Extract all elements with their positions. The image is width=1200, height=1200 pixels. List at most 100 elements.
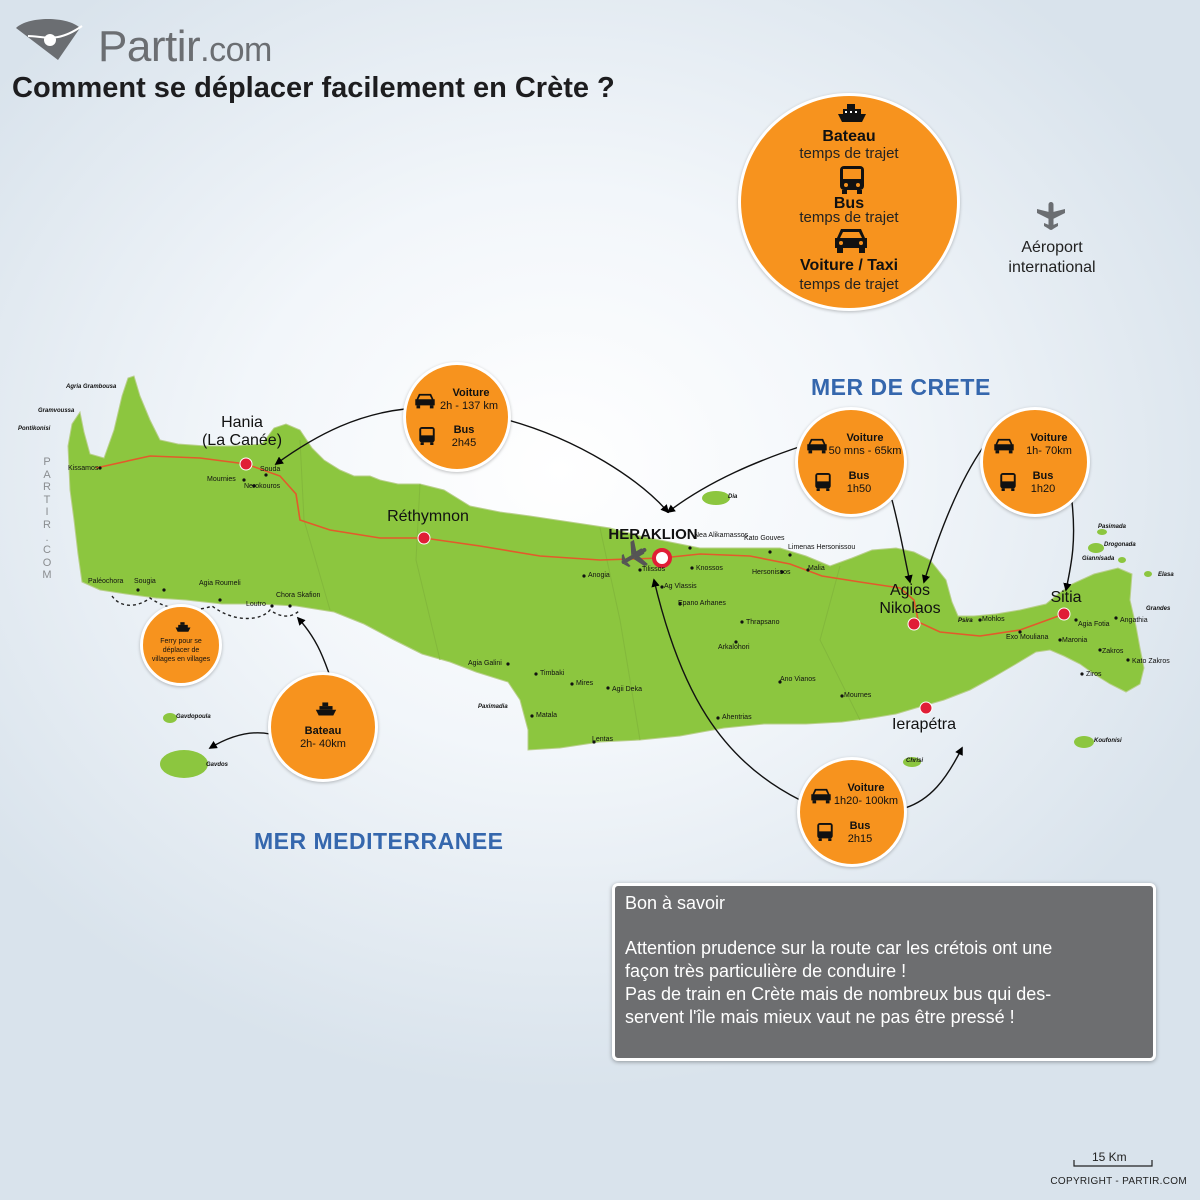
route-circle-hania[interactable]: Voiture 2h - 137 km Bus 2h45 xyxy=(403,362,511,472)
city-ierapetra[interactable]: Ierapétra xyxy=(891,716,957,733)
town-label: Mohlos xyxy=(982,616,1005,623)
city-heraklion[interactable]: HERAKLION xyxy=(608,526,698,543)
town-label: Nea Alikarnassos xyxy=(694,532,749,539)
car-icon xyxy=(807,438,827,454)
town-label: Kato Zakros xyxy=(1132,658,1170,665)
town-label: Zakros xyxy=(1102,648,1124,655)
gavdos-boat-label: Bateau xyxy=(304,725,342,737)
ferry-route xyxy=(111,595,301,620)
sitia-bus-value: 1h20 xyxy=(1030,483,1056,495)
city-hania-alt: (La Canée) xyxy=(201,432,283,449)
car-icon xyxy=(415,393,435,409)
ierapetra-car-label: Voiture xyxy=(847,782,885,794)
town-label: Ahentrias xyxy=(722,714,752,721)
watermark-letter: A xyxy=(43,468,51,481)
islet-label: Gavdos xyxy=(206,762,229,768)
crete-island xyxy=(67,375,1145,751)
plane-icon xyxy=(1037,202,1065,230)
brand-logo[interactable]: Partir.com xyxy=(98,22,272,72)
town-label: Angathia xyxy=(1120,617,1148,624)
town-label: Agii Deka xyxy=(612,686,642,693)
sea-label-north: MER DE CRETE xyxy=(811,374,991,400)
region-borders xyxy=(299,439,861,741)
info-line-3: Pas de train en Crète mais de nombreux b… xyxy=(625,984,1052,1004)
city-sitia[interactable]: Sitia xyxy=(1050,589,1082,606)
watermark-letter: O xyxy=(42,556,52,569)
islet-label: Elasa xyxy=(1158,572,1174,578)
city-agios-name-1: Agios xyxy=(889,582,931,599)
islet-label: Gavdopoula xyxy=(176,714,211,720)
route-circle-ierapetra[interactable]: Voiture 1h20- 100km Bus 2h15 xyxy=(797,757,907,867)
watermark-letter: R xyxy=(43,481,51,494)
ship-icon xyxy=(315,702,337,716)
sitia-bus-label: Bus xyxy=(1032,470,1054,482)
town-label: Mires xyxy=(576,680,594,687)
info-line-2: façon très particulière de conduire ! xyxy=(625,961,907,981)
ierapetra-bus-value: 2h15 xyxy=(847,833,873,845)
agios-bus-label: Bus xyxy=(848,470,870,482)
town-label: Kato Gouves xyxy=(744,535,785,542)
route-circle-sitia[interactable]: Voiture 1h- 70km Bus 1h20 xyxy=(980,407,1090,517)
town-label: Souda xyxy=(260,466,281,473)
city-hania-name: Hania xyxy=(221,414,263,431)
info-line-4: servent l'île mais mieux vaut ne pas êtr… xyxy=(625,1007,1015,1027)
town-label: Sougia xyxy=(134,578,156,585)
bus-icon xyxy=(817,823,833,841)
town-label: Timbaki xyxy=(540,670,565,677)
sea-label-south: MER MEDITERRANEE xyxy=(254,828,504,854)
hania-car-value: 2h - 137 km xyxy=(439,400,499,412)
town-label: Thrapsano xyxy=(746,619,780,626)
city-hania[interactable]: Hania (La Canée) xyxy=(196,414,288,450)
town-label: Epano Arhanes xyxy=(678,600,726,607)
city-rethymnon[interactable]: Réthymnon xyxy=(387,508,469,525)
ierapetra-car-value: 1h20- 100km xyxy=(833,795,899,807)
sitia-car-value: 1h- 70km xyxy=(1026,445,1072,457)
heraklion-airport-plane-icon xyxy=(621,539,648,568)
town-label: Arkalohori xyxy=(718,644,750,651)
route-circle-agios[interactable]: Voiture 50 mns - 65km Bus 1h50 xyxy=(795,407,907,517)
heraklion-marker xyxy=(652,548,672,568)
legend-circle: Bateau temps de trajet Bus temps de traj… xyxy=(738,93,960,311)
ierapetra-bus-label: Bus xyxy=(849,820,871,832)
hania-bus-value: 2h45 xyxy=(451,437,477,449)
city-agios-name-2: Nikolaos xyxy=(879,600,941,617)
info-line-1: Attention prudence sur la route car les … xyxy=(625,938,1053,958)
ferry-text-3: villages en villages xyxy=(151,656,211,663)
gavdos-boat-value: 2h- 40km xyxy=(300,738,346,750)
town-dots xyxy=(98,466,1130,744)
watermark-letter: R xyxy=(43,518,51,531)
airport-legend-label: Aéroport international xyxy=(1008,239,1096,276)
bus-icon xyxy=(1000,473,1016,491)
islet-label: Drogonada xyxy=(1104,542,1136,548)
town-label: Limenas Hersonissou xyxy=(788,544,856,551)
town-label: Agia Fotia xyxy=(1078,621,1110,628)
hania-bus-label: Bus xyxy=(453,424,475,436)
car-icon xyxy=(811,788,831,804)
logo-pin-icon xyxy=(16,19,83,60)
islet-label: Grandes xyxy=(1146,606,1171,612)
town-label: Kissamos xyxy=(68,465,99,472)
legend-bus-sub: temps de trajet xyxy=(799,209,899,226)
copyright: COPYRIGHT - PARTIR.COM xyxy=(1050,1176,1187,1187)
islet-label: Dia xyxy=(728,494,738,500)
scale-bar xyxy=(1073,1160,1153,1167)
info-box: Bon à savoir Attention prudence sur la r… xyxy=(612,883,1156,1061)
route-circle-ferry[interactable]: Ferry pour se déplacer de villages en vi… xyxy=(140,604,222,686)
ship-icon xyxy=(838,104,866,122)
city-markers xyxy=(239,457,1071,715)
islet-label: Psira xyxy=(958,618,973,624)
legend-car-sub: temps de trajet xyxy=(799,276,899,293)
town-label: Malia xyxy=(808,565,825,572)
town-label: Ziros xyxy=(1086,671,1102,678)
islet-label: Koufonisi xyxy=(1094,738,1122,744)
legend-car-label: Voiture / Taxi xyxy=(799,257,899,274)
city-agios-nikolaos[interactable]: Agios Nikolaos xyxy=(870,582,950,618)
town-label: Ag Vlassis xyxy=(664,583,697,590)
town-label: Ano Vianos xyxy=(780,676,816,683)
hania-car-label: Voiture xyxy=(452,387,490,399)
route-circle-gavdos[interactable]: Bateau 2h- 40km xyxy=(268,672,378,782)
legend-bus-label: Bus xyxy=(833,195,865,212)
ship-icon xyxy=(175,622,191,632)
